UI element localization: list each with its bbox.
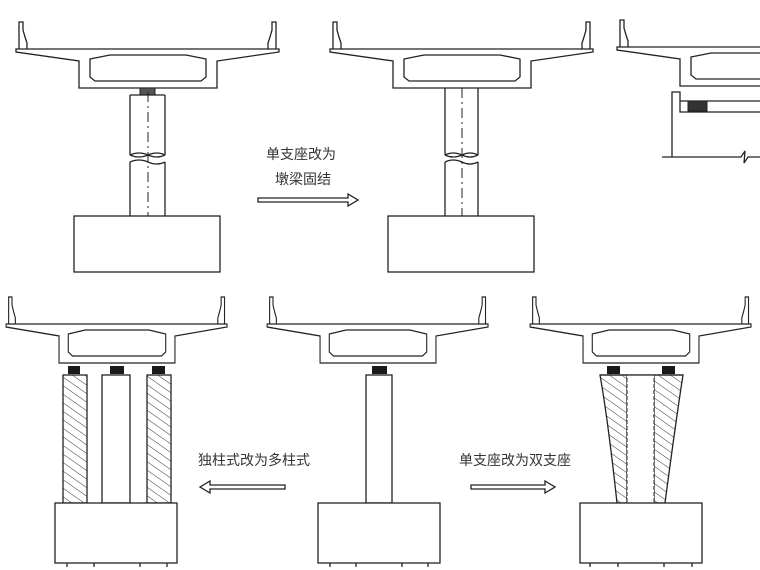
arrow-right-icon — [470, 479, 557, 495]
footing — [73, 215, 221, 273]
footing — [317, 502, 441, 564]
pier-double-bearing — [529, 296, 752, 567]
box-girder — [529, 296, 752, 364]
abutment-detail — [616, 19, 760, 164]
footing — [579, 502, 703, 564]
box-girder — [15, 21, 280, 89]
label-bottom-right: 单支座改为双支座 — [459, 453, 571, 469]
new-column — [146, 374, 172, 504]
label-top-line1: 单支座改为 — [266, 147, 336, 163]
new-column — [62, 374, 88, 504]
pier-single-bearing — [15, 21, 280, 273]
footing — [54, 502, 178, 564]
box-girder — [266, 296, 489, 364]
pier-monolithic — [329, 21, 594, 273]
arrow-right-icon — [257, 192, 360, 208]
footing — [387, 215, 535, 273]
box-girder — [329, 21, 594, 89]
ground-line-break — [662, 150, 760, 164]
box-girder — [616, 19, 760, 87]
pier-single-column — [266, 296, 489, 567]
column — [101, 374, 131, 504]
column — [365, 374, 393, 504]
label-bottom-left: 独柱式改为多柱式 — [198, 453, 310, 469]
box-girder — [5, 296, 228, 364]
bearing — [687, 100, 708, 112]
label-top-line2: 墩梁固结 — [275, 172, 331, 188]
pier-multi-column — [5, 296, 228, 567]
arrow-left-icon — [198, 479, 286, 495]
